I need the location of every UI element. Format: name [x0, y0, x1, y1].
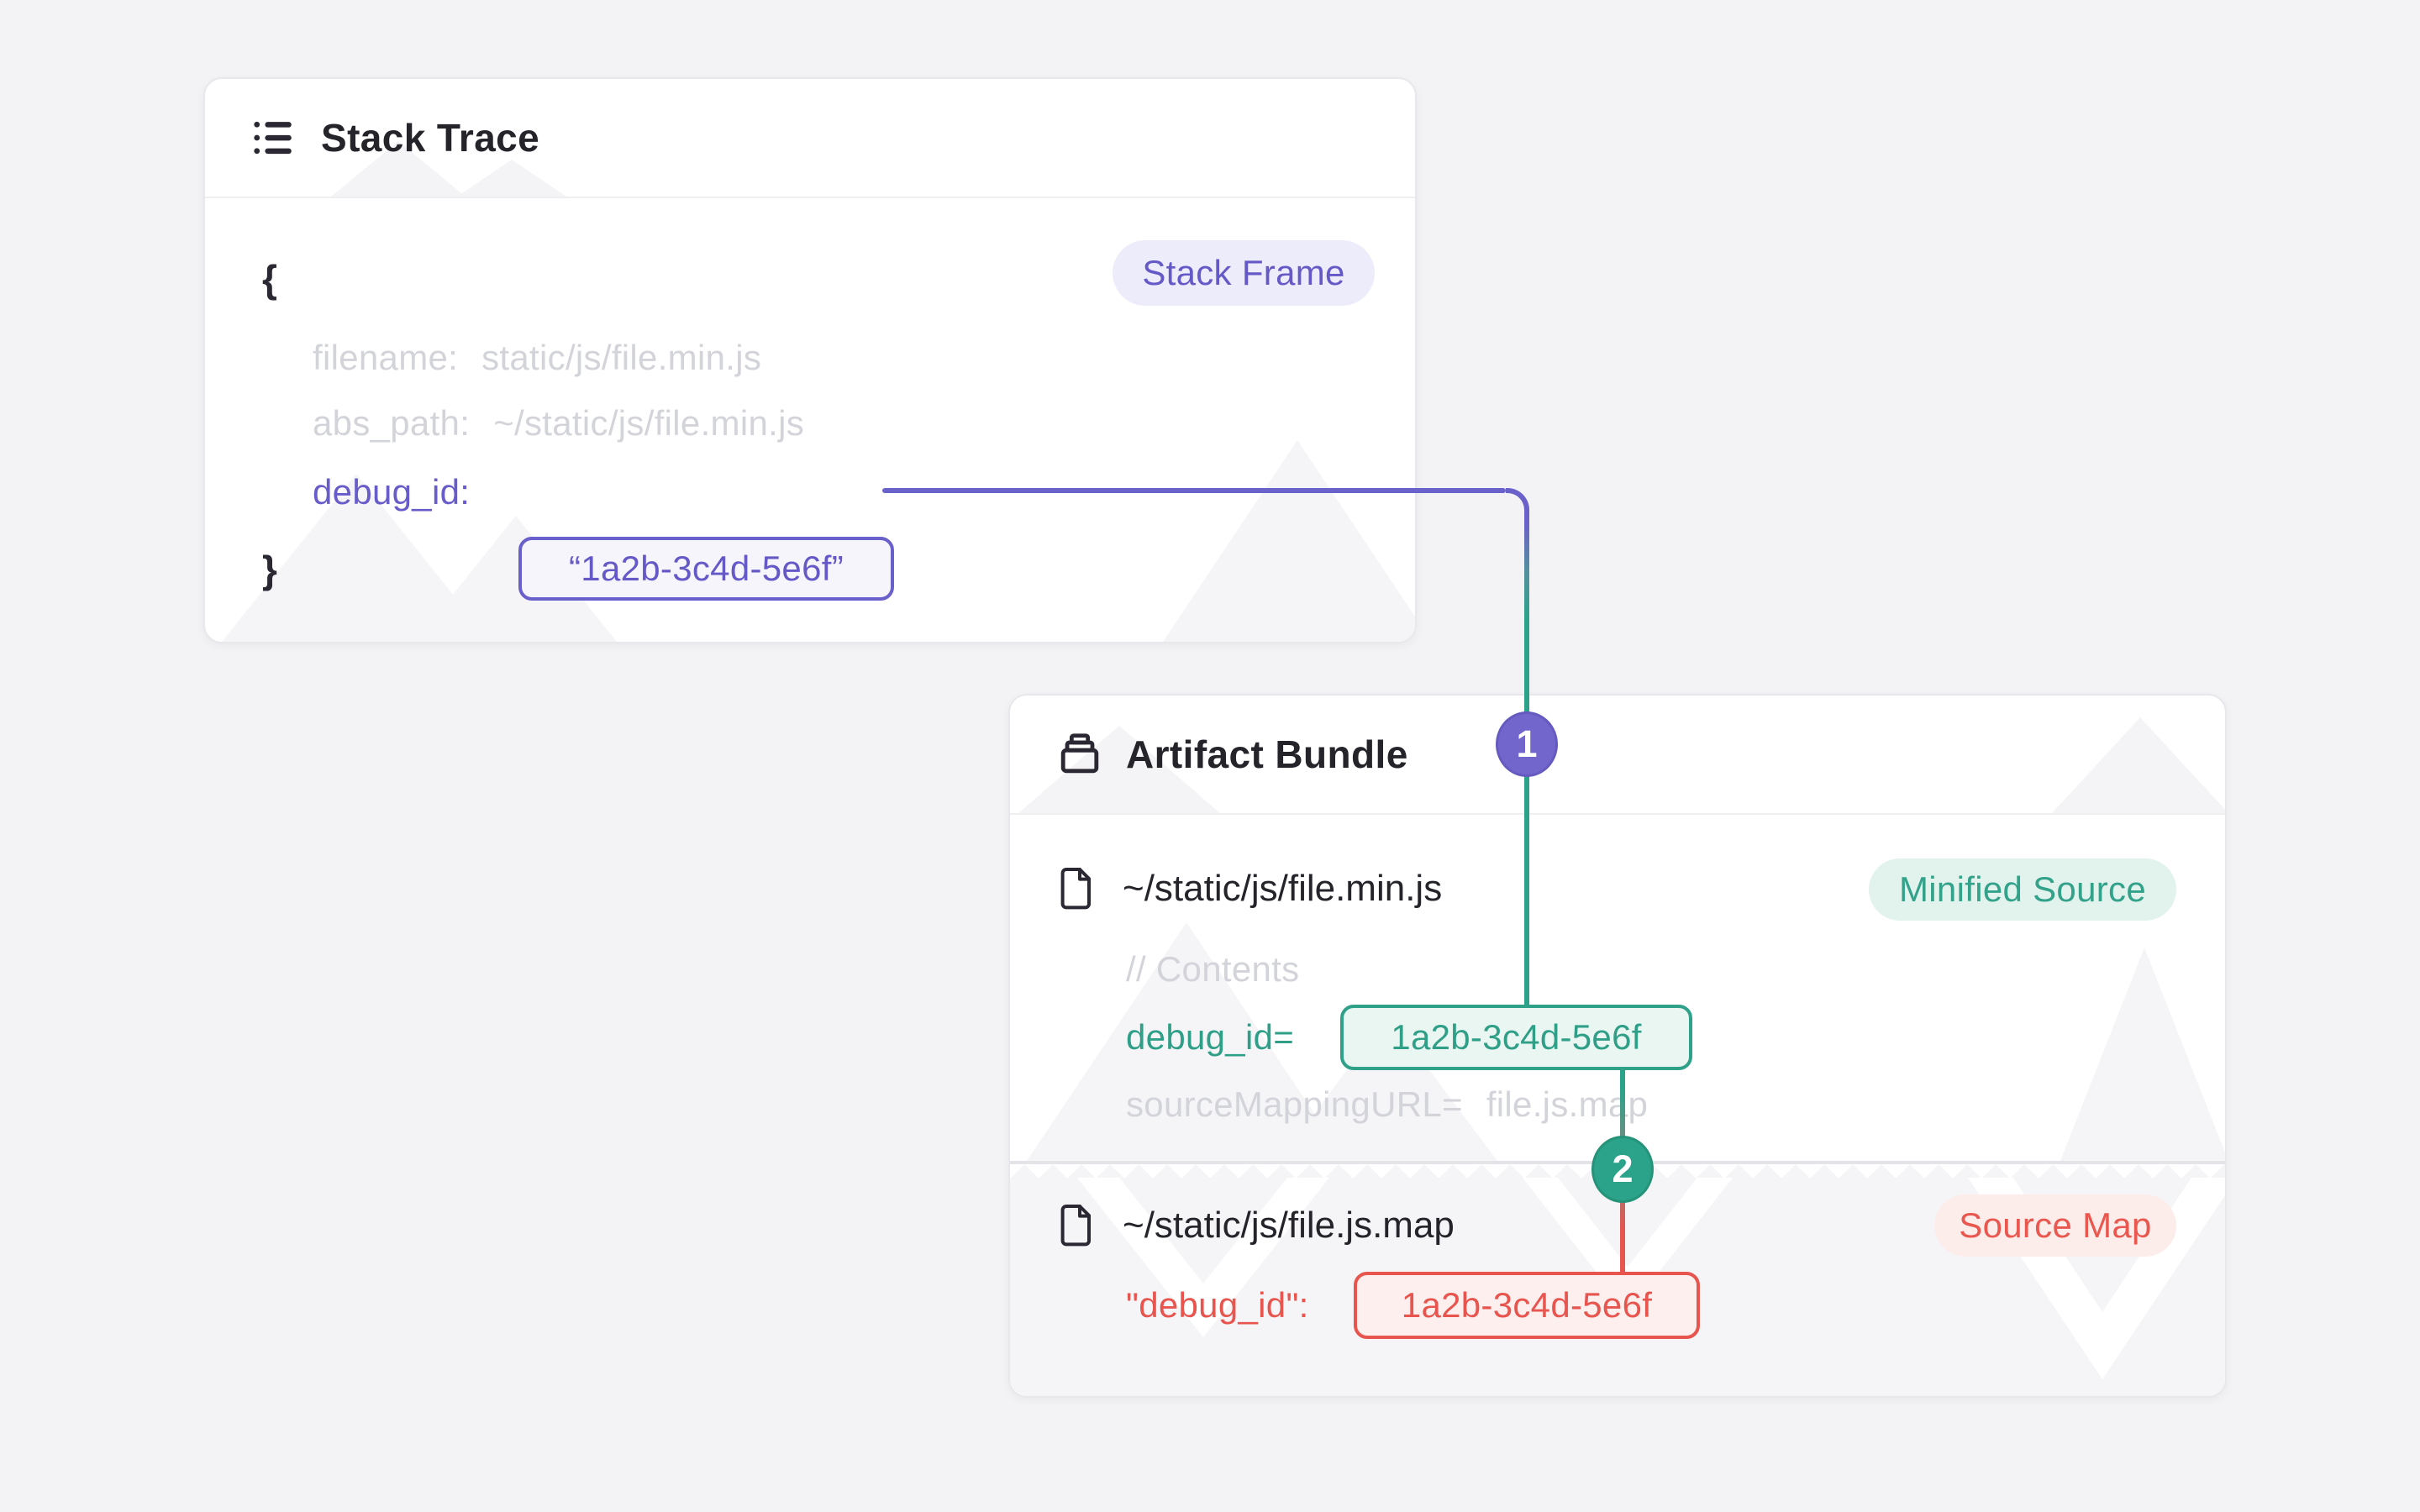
source-map-badge: Source Map	[1934, 1194, 2176, 1257]
debug-id-key: debug_id:	[313, 472, 471, 512]
open-brace: {	[262, 257, 278, 301]
filename-value: static/js/file.min.js	[481, 338, 762, 377]
map-debug-id-value: 1a2b-3c4d-5e6f	[1401, 1285, 1653, 1325]
code-line-debug-id: debug_id:	[313, 472, 470, 512]
artifact-bundle-title: Artifact Bundle	[1126, 732, 1408, 776]
step-1-number: 1	[1516, 722, 1538, 765]
abs-path-value: ~/static/js/file.min.js	[493, 403, 805, 443]
minified-file-row: ~/static/js/file.min.js	[1057, 865, 1442, 912]
stack-trace-card: Stack Trace Stack Frame { filename: stati…	[203, 77, 1417, 643]
map-debug-id-key: "debug_id":	[1126, 1285, 1309, 1325]
code-line-abs-path: abs_path: ~/static/js/file.min.js	[313, 403, 804, 444]
connector-corner	[1506, 488, 1529, 525]
artifact-bundle-header: Artifact Bundle	[1010, 696, 2225, 815]
artifact-bundle-card: Artifact Bundle ~/static/js/file.min.js …	[1008, 694, 2227, 1398]
minified-source-badge-label: Minified Source	[1899, 869, 2146, 909]
abs-path-key: abs_path:	[313, 403, 471, 443]
source-mapping-url-key: sourceMappingURL=	[1126, 1084, 1463, 1124]
step-1-marker: 1	[1496, 711, 1558, 777]
map-debug-id-box: 1a2b-3c4d-5e6f	[1354, 1272, 1700, 1339]
stack-trace-title: Stack Trace	[321, 116, 540, 160]
source-map-file-row: ~/static/js/file.js.map	[1057, 1202, 1455, 1249]
stack-trace-header: Stack Trace	[205, 79, 1415, 198]
filename-key: filename:	[313, 338, 459, 377]
step-2-number: 2	[1612, 1147, 1634, 1190]
bundle-debug-id-value: 1a2b-3c4d-5e6f	[1391, 1017, 1642, 1057]
file-icon	[1057, 1202, 1097, 1249]
minified-source-badge: Minified Source	[1869, 858, 2176, 921]
bundle-debug-id-key: debug_id=	[1126, 1017, 1295, 1057]
minified-file-path: ~/static/js/file.min.js	[1123, 868, 1443, 909]
close-brace: }	[262, 548, 278, 591]
mountain-decoration	[2060, 948, 2225, 1161]
archive-icon	[1055, 730, 1104, 779]
source-map-file-path: ~/static/js/file.js.map	[1123, 1205, 1455, 1246]
file-icon	[1057, 865, 1097, 912]
step-2-marker: 2	[1591, 1136, 1654, 1203]
contents-comment: // Contents	[1126, 949, 1300, 989]
stack-frame-badge-label: Stack Frame	[1142, 253, 1345, 292]
source-map-badge-label: Source Map	[1959, 1205, 2152, 1245]
stack-trace-debug-id-box: “1a2b-3c4d-5e6f”	[518, 537, 894, 601]
list-icon	[250, 113, 299, 162]
stack-frame-badge: Stack Frame	[1113, 240, 1375, 306]
connector-horizontal-purple	[882, 488, 1506, 493]
mountain-decoration	[1163, 440, 1415, 642]
stack-trace-debug-id-value: “1a2b-3c4d-5e6f”	[569, 549, 844, 588]
bundle-debug-id-box: 1a2b-3c4d-5e6f	[1340, 1005, 1692, 1070]
source-mapping-url-line: sourceMappingURL=file.js.map	[1126, 1084, 1648, 1125]
code-line-filename: filename: static/js/file.min.js	[313, 338, 761, 378]
